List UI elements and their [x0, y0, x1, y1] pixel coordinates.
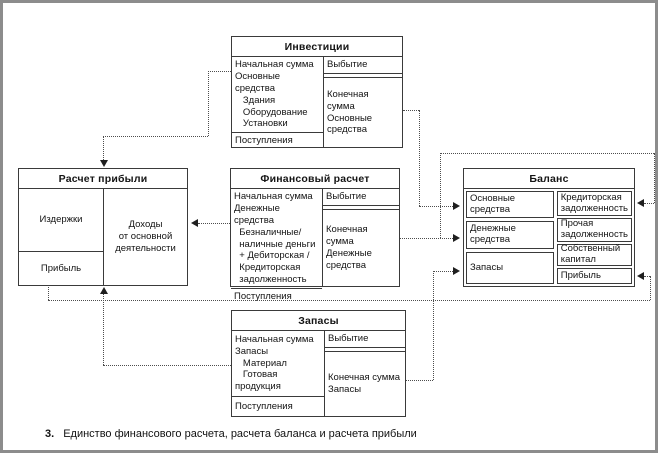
balance-liability-row: Кредиторская задолженность — [556, 191, 632, 216]
connector-profit-to-balance — [644, 276, 650, 277]
investments-title: Инвестиции — [232, 37, 402, 57]
connector-financial-to-profit — [198, 223, 230, 224]
figure-caption: 3. Единство финансового расчета, расчета … — [45, 428, 417, 440]
figure-caption-number: 3. — [45, 428, 55, 440]
connector-financial-to-payables — [654, 153, 655, 203]
arrow-right-icon — [453, 202, 460, 210]
connector-inventory-to-profit — [103, 365, 231, 366]
inventory-title: Запасы — [232, 311, 405, 331]
financial-outflow-cell: Выбытие — [323, 189, 399, 206]
inventory-right-column: Выбытие Конечная сумма Запасы — [325, 331, 405, 416]
balance-asset-row: Запасы — [466, 252, 554, 284]
connector-inventory-to-profit — [103, 294, 104, 365]
inventory-end-cell: Конечная сумма Запасы — [325, 351, 405, 416]
connector-inventory-to-balance — [406, 380, 433, 381]
balance-title: Баланс — [464, 169, 634, 189]
investments-right-column: Выбытие Конечная сумма Основные средства — [324, 57, 402, 147]
financial-block: Финансовый расчет Начальная сумма Денежн… — [230, 168, 400, 302]
profit-left-column: Издержки Прибыль — [19, 189, 104, 285]
connector-profit-to-balance — [650, 276, 651, 300]
profit-income-cell: Доходы от основной деятельности — [115, 219, 176, 254]
profit-profit-cell: Прибыль — [40, 262, 82, 274]
connector-investments-to-balance — [403, 110, 419, 111]
connector-profit-to-balance — [48, 300, 650, 301]
connector-inventory-to-balance — [433, 271, 434, 380]
connector-inventory-to-balance — [433, 271, 453, 272]
balance-liabilities-column: Кредиторская задолженность Прочая задолж… — [556, 191, 632, 284]
profit-right-column: Доходы от основной деятельности — [104, 189, 187, 285]
profit-costs-cell: Издержки — [19, 189, 103, 252]
arrow-left-icon — [637, 272, 644, 280]
inventory-block: Запасы Начальная сумма Запасы Материал Г… — [231, 310, 406, 417]
balance-block: Баланс Основные средства Денежные средст… — [463, 168, 635, 287]
investments-end-cell: Конечная сумма Основные средства — [324, 77, 402, 147]
balance-body: Основные средства Денежные средства Запа… — [464, 189, 634, 286]
inventory-body: Начальная сумма Запасы Материал Готовая … — [232, 331, 405, 416]
financial-left-column: Начальная сумма Денежные средства Безнал… — [231, 189, 323, 302]
balance-asset-row: Основные средства — [466, 191, 554, 218]
investments-body: Начальная сумма Основные средства Здания… — [232, 57, 402, 147]
connector-financial-to-balance — [400, 238, 453, 239]
connector-investments-to-profit — [208, 71, 209, 136]
profit-body: Издержки Прибыль Доходы от основной деят… — [19, 189, 187, 285]
arrow-right-icon — [453, 267, 460, 275]
arrow-down-icon — [100, 160, 108, 167]
connector-financial-to-payables — [644, 203, 654, 204]
connector-financial-to-payables — [440, 153, 441, 238]
financial-title: Финансовый расчет — [231, 169, 399, 189]
balance-assets-column: Основные средства Денежные средства Запа… — [466, 191, 554, 284]
inventory-left-column: Начальная сумма Запасы Материал Готовая … — [232, 331, 325, 416]
arrow-up-icon — [100, 287, 108, 294]
connector-investments-to-balance — [419, 206, 453, 207]
connector-financial-to-payables — [440, 153, 654, 154]
financial-inflows-cell: Поступления — [231, 288, 322, 305]
inventory-inflows-cell: Поступления — [232, 396, 324, 416]
connector-investments-to-profit — [103, 136, 208, 137]
investments-left-column: Начальная сумма Основные средства Здания… — [232, 57, 324, 147]
inventory-start-cell: Начальная сумма Запасы Материал Готовая … — [235, 333, 314, 393]
balance-asset-row: Денежные средства — [466, 221, 554, 249]
connector-investments-to-profit — [208, 71, 231, 72]
investments-block: Инвестиции Начальная сумма Основные сред… — [231, 36, 403, 148]
investments-start-cell: Начальная сумма Основные средства Здания… — [235, 59, 314, 130]
inventory-outflow-cell: Выбытие — [325, 331, 405, 348]
balance-liability-row: Прочая задолженность — [556, 218, 632, 242]
connector-investments-to-balance — [419, 110, 420, 206]
balance-liability-row: Собственный капитал — [556, 243, 632, 266]
financial-body: Начальная сумма Денежные средства Безнал… — [231, 189, 399, 302]
investments-inflows-cell: Поступления — [232, 132, 323, 149]
investments-outflow-cell: Выбытие — [324, 57, 402, 74]
figure-caption-text: Единство финансового расчета, расчета ба… — [63, 428, 417, 440]
arrow-left-icon — [637, 199, 644, 207]
arrow-right-icon — [453, 234, 460, 242]
profit-title: Расчет прибыли — [19, 169, 187, 189]
financial-end-cell: Конечная сумма Денежные средства — [323, 209, 399, 286]
financial-right-column: Выбытие Конечная сумма Денежные средства — [323, 189, 399, 286]
arrow-left-icon — [191, 219, 198, 227]
connector-profit-to-balance — [48, 287, 49, 300]
financial-start-cell: Начальная сумма Денежные средства Безнал… — [234, 191, 316, 286]
balance-liability-row: Прибыль — [556, 268, 632, 284]
profit-block: Расчет прибыли Издержки Прибыль Доходы о… — [18, 168, 188, 286]
connector-investments-to-profit — [103, 136, 104, 160]
